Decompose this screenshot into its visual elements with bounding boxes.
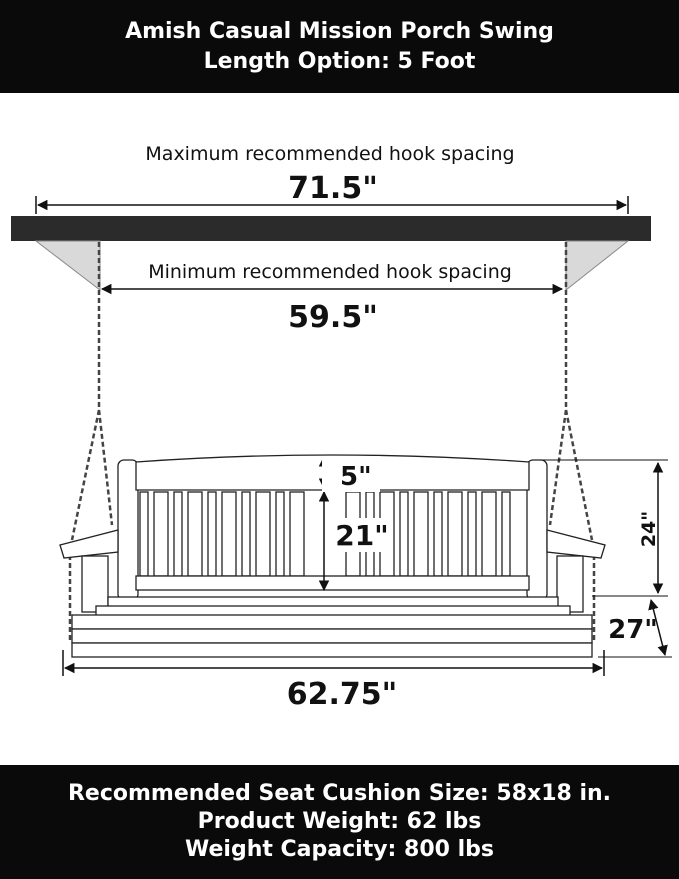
product-title: Amish Casual Mission Porch Swing [125, 18, 554, 44]
backrest-height-value: 21" [335, 519, 389, 552]
header-banner: Amish Casual Mission Porch Swing Length … [0, 0, 679, 93]
product-weight: Product Weight: 62 lbs [197, 809, 482, 834]
left-chain [68, 242, 114, 640]
dimension-diagram: Maximum recommended hook spacing 71.5" M… [11, 143, 672, 712]
depth-arrow [648, 598, 668, 657]
min-spacing-label: Minimum recommended hook spacing [148, 261, 512, 283]
footer-banner: Recommended Seat Cushion Size: 58x18 in.… [0, 765, 679, 879]
ceiling-beam [11, 216, 651, 241]
depth-value: 27" [608, 615, 658, 645]
right-chain [548, 242, 596, 640]
min-spacing-value: 59.5" [288, 300, 378, 335]
porch-swing [59, 454, 606, 658]
weight-capacity: Weight Capacity: 800 lbs [185, 837, 494, 862]
left-bracket [34, 240, 101, 292]
max-spacing-value: 71.5" [288, 171, 378, 206]
width-value: 62.75" [287, 677, 398, 712]
cushion-size: Recommended Seat Cushion Size: 58x18 in. [67, 781, 612, 806]
backrest-top-value: 5" [340, 462, 372, 492]
max-spacing-label: Maximum recommended hook spacing [145, 143, 514, 165]
right-bracket [565, 240, 630, 292]
overall-height-value: 24" [638, 511, 660, 547]
length-option: Length Option: 5 Foot [203, 48, 476, 74]
